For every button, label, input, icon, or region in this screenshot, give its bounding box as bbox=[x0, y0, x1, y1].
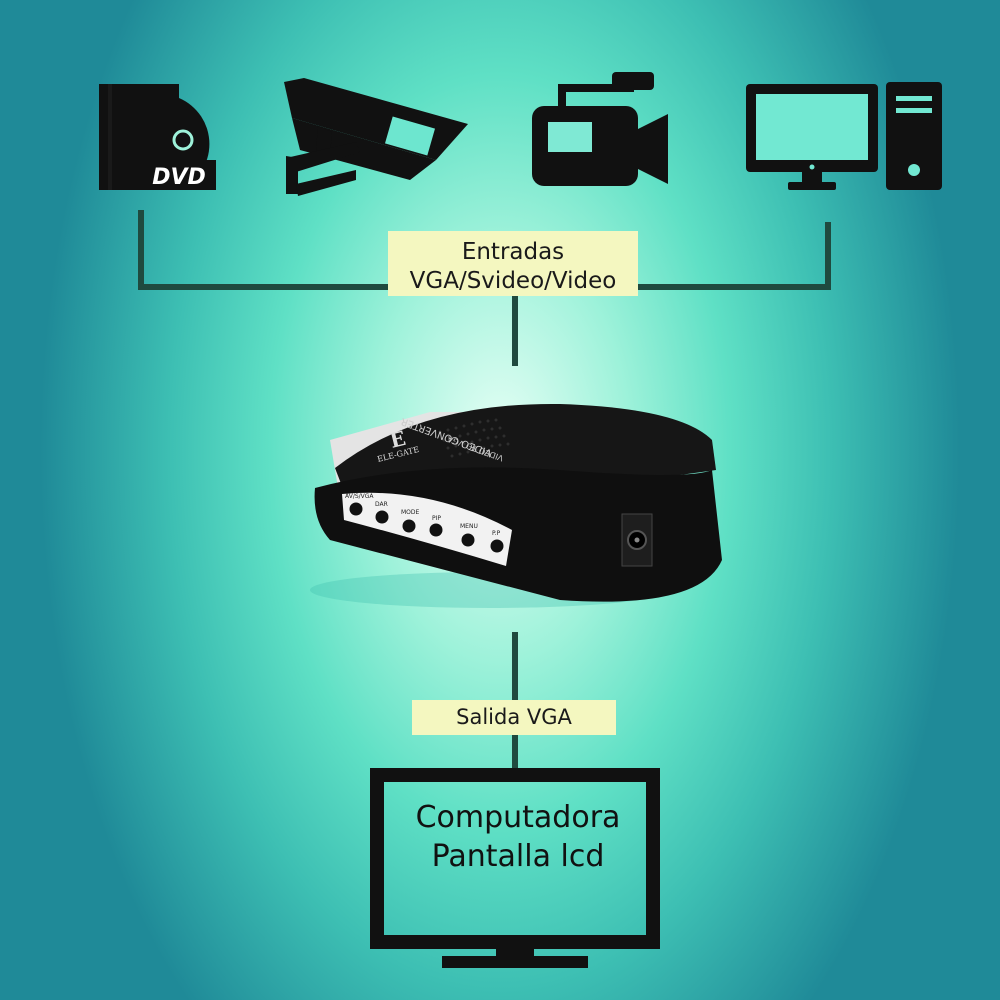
monitor-label: Computadora Pantalla lcd bbox=[388, 798, 648, 876]
inputs-label: Entradas VGA/Svideo/Video bbox=[388, 231, 638, 296]
dvd-text: DVD bbox=[152, 165, 206, 190]
monitor-label-line1: Computadora bbox=[415, 800, 621, 835]
button-label-avsvga: AV/S/VGA bbox=[345, 493, 374, 500]
button-label-dar: DAR bbox=[375, 501, 388, 508]
inputs-label-line2: VGA/Svideo/Video bbox=[409, 268, 617, 294]
button-label-pip: PIP bbox=[432, 515, 441, 522]
button-label-menu: MENU bbox=[460, 523, 478, 530]
output-label: Salida VGA bbox=[412, 700, 616, 735]
svg-text:E: E bbox=[387, 426, 408, 453]
button-label-pp: P.P bbox=[492, 530, 501, 537]
button-label-mode: MODE bbox=[401, 509, 420, 516]
inputs-label-line1: Entradas bbox=[461, 239, 565, 265]
monitor-label-line2: Pantalla lcd bbox=[431, 839, 605, 874]
